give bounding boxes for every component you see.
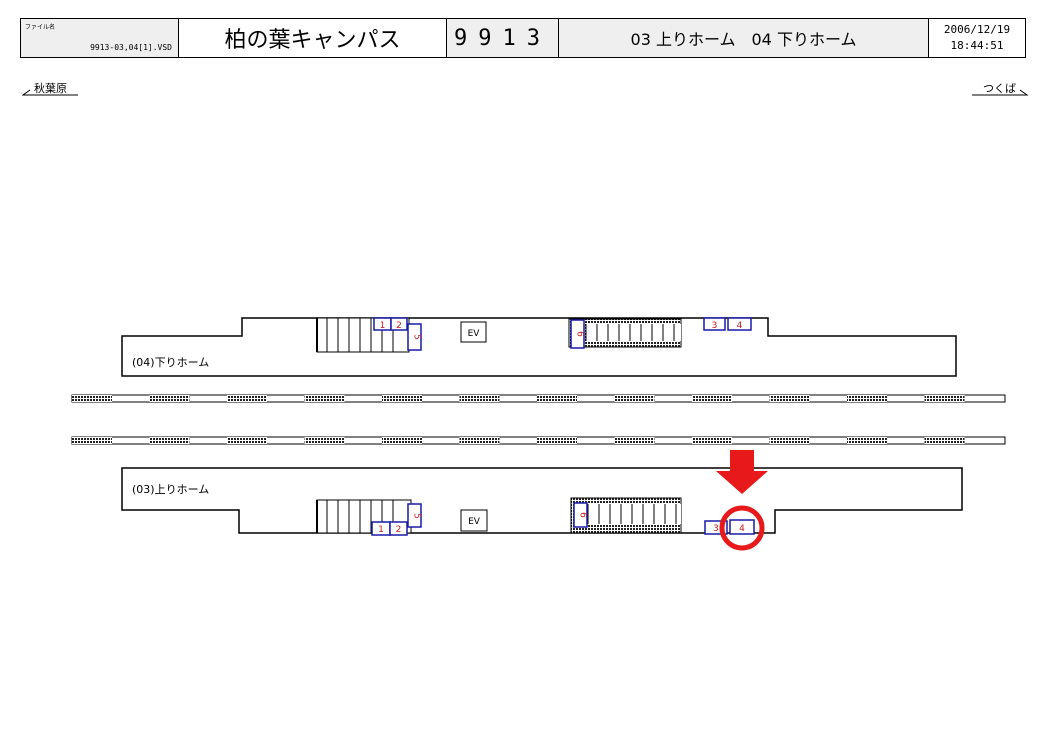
station-name: 柏の葉キャンパス [179,19,447,57]
pos-upper-6: 6 [575,331,585,337]
track-sleeper [149,437,190,444]
platforms-title: 03 上りホーム 04 下りホーム [559,19,929,57]
file-label: ファイル名 [25,24,56,31]
elevator-lower-label: EV [468,517,481,527]
track-sleeper [847,395,887,402]
track-sleeper [304,395,345,402]
track-sleeper [692,395,732,402]
track-sleeper [924,395,965,402]
track-sleeper [227,437,267,444]
platform-03-outline [121,467,963,534]
direction-right-label: つくば [983,82,1016,95]
track-sleeper [72,395,112,402]
direction-left: 秋葉原 [22,80,78,96]
platform-04-label: (04)下りホーム [132,356,209,369]
track-sleeper [769,437,810,444]
pos-upper-2: 2 [396,321,402,331]
track-sleeper [459,437,500,444]
right-arrow-icon [972,89,1029,96]
track-sleeper [614,437,655,444]
left-arrow-icon [22,89,78,96]
track-sleeper [769,395,810,402]
direction-right: つくば [972,80,1029,96]
track-sleeper [537,395,577,402]
file-cell: ファイル名 9913-03,04[1].VSD [21,19,179,57]
station-code: 9913 [447,19,559,57]
pos-lower-6: 6 [578,512,588,518]
highlight-circle [719,505,765,551]
track-sleeper [847,437,887,444]
track-sleeper [227,395,267,402]
pos-lower-3: 3 [713,524,719,534]
escalator-upper [568,318,682,348]
track-sleeper [382,437,422,444]
pos-lower-5: 5 [412,513,422,519]
track-lower-sleepers [72,437,965,444]
stairs-upper-left [316,317,410,353]
pos-lower-2: 2 [396,525,402,535]
platform-03-label: (03)上りホーム [132,483,209,496]
highlight-marker [716,450,768,551]
file-name: 9913-03,04[1].VSD [90,43,172,52]
positions-lower: 1 2 5 6 3 4 [371,502,755,536]
track-sleeper [924,437,965,444]
elevator-upper-label: EV [468,329,481,339]
track-upper-sleepers [72,395,965,402]
direction-left-label: 秋葉原 [34,82,67,95]
track-sleeper [614,395,655,402]
pos-upper-1: 1 [380,321,386,331]
platform-04-outline [121,317,957,377]
positions-upper: 1 2 5 6 3 4 [373,317,752,351]
escalator-lower [570,497,682,534]
track-sleeper [537,437,577,444]
elevator-lower [460,509,488,532]
track-sleeper [382,395,422,402]
header-table: ファイル名 9913-03,04[1].VSD 柏の葉キャンパス 9913 03… [20,18,1026,58]
pos-upper-3: 3 [712,321,718,331]
elevator-upper [460,321,487,343]
pos-lower-1: 1 [378,525,384,535]
track-sleeper [149,395,190,402]
track-sleeper [692,437,732,444]
time-text: 18:44:51 [950,39,1004,52]
pos-upper-4: 4 [737,321,743,331]
pos-upper-5: 5 [412,334,422,340]
track-sleeper [72,437,112,444]
track-sleeper [459,395,500,402]
down-arrow-icon [716,450,768,494]
pos-lower-4: 4 [739,524,745,534]
timestamp-cell: 2006/12/19 18:44:51 [929,19,1025,57]
track-sleeper [304,437,345,444]
date-text: 2006/12/19 [943,23,1011,36]
